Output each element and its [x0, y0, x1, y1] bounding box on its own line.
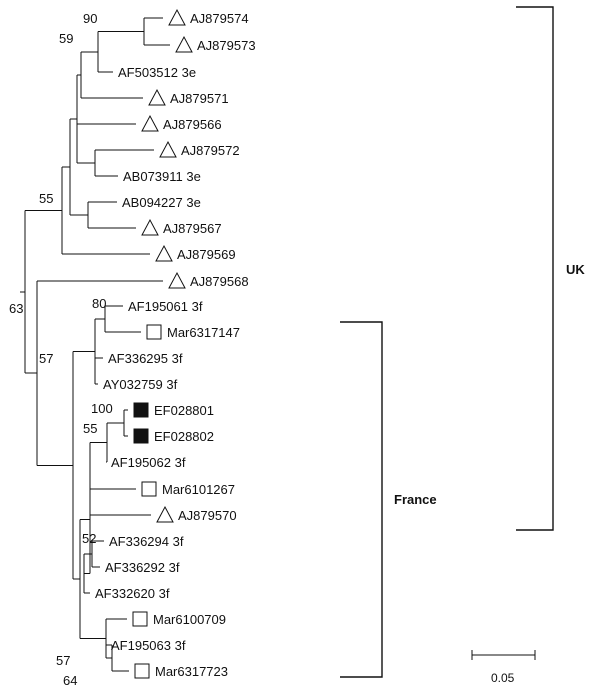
leaf-label: EF028802 — [154, 429, 214, 444]
leaf-label: AJ879572 — [181, 143, 240, 158]
leaf-label: AB073911 3e — [123, 169, 201, 184]
leaf-18: Mar6101267 — [141, 481, 235, 497]
leaf-label: Mar6100709 — [153, 612, 226, 627]
uk-group-bracket: UK — [516, 6, 585, 531]
open-square-icon — [132, 611, 148, 627]
open-triangle-icon — [175, 35, 193, 53]
tree-branches — [20, 17, 170, 672]
leaf-11: AF195061 3f — [128, 299, 203, 314]
scale-bar-label: 0.05 — [491, 671, 515, 685]
open-triangle-icon — [141, 218, 159, 236]
support-value: 100 — [91, 401, 113, 416]
france-group-label: France — [394, 492, 437, 507]
support-value: 64 — [63, 673, 77, 688]
leaf-5: AJ879572 — [159, 140, 240, 158]
leaf-label: AF332620 3f — [95, 586, 170, 601]
leaf-label: AF336292 3f — [105, 560, 180, 575]
leaf-15: EF028801 — [133, 402, 214, 418]
leaf-23: Mar6100709 — [132, 611, 226, 627]
leaf-label: AF503512 3e — [118, 65, 196, 80]
filled-square-icon — [133, 428, 149, 444]
uk-group-label: UK — [566, 262, 585, 277]
open-triangle-icon — [156, 505, 174, 523]
filled-square-icon — [133, 402, 149, 418]
leaf-1: AJ879573 — [175, 35, 256, 53]
leaf-label: AJ879570 — [178, 508, 237, 523]
leaf-label: AJ879569 — [177, 247, 236, 262]
leaf-14: AY032759 3f — [103, 377, 178, 392]
leaf-label: EF028801 — [154, 403, 214, 418]
france-group-bracket: France — [340, 321, 437, 678]
open-triangle-icon — [168, 8, 186, 26]
leaf-label: AJ879568 — [190, 274, 249, 289]
leaf-8: AJ879567 — [141, 218, 222, 236]
open-triangle-icon — [155, 244, 173, 262]
support-value: 52 — [82, 531, 96, 546]
open-triangle-icon — [159, 140, 177, 158]
leaf-13: AF336295 3f — [108, 351, 183, 366]
leaf-25: Mar6317723 — [134, 663, 228, 679]
leaf-16: EF028802 — [133, 428, 214, 444]
open-square-icon — [141, 481, 157, 497]
leaf-label: AF336295 3f — [108, 351, 183, 366]
leaf-20: AF336294 3f — [109, 534, 184, 549]
scale-bar: 0.05 — [471, 650, 536, 685]
leaf-10: AJ879568 — [168, 271, 249, 289]
support-value: 59 — [59, 31, 73, 46]
leaf-label: AJ879574 — [190, 11, 249, 26]
support-value: 57 — [56, 653, 70, 668]
leaf-label: AJ879571 — [170, 91, 229, 106]
open-triangle-icon — [141, 114, 159, 132]
leaf-9: AJ879569 — [155, 244, 236, 262]
leaf-24: AF195063 3f — [111, 638, 186, 653]
leaf-19: AJ879570 — [156, 505, 237, 523]
leaf-label: AB094227 3e — [122, 195, 201, 210]
leaf-label: AJ879573 — [197, 38, 256, 53]
leaf-3: AJ879571 — [148, 88, 229, 106]
leaf-label: AF195062 3f — [111, 455, 186, 470]
support-value: 80 — [92, 296, 106, 311]
leaf-6: AB073911 3e — [123, 169, 201, 184]
leaf-label: Mar6101267 — [162, 482, 235, 497]
leaf-22: AF332620 3f — [95, 586, 170, 601]
open-triangle-icon — [148, 88, 166, 106]
support-value: 90 — [83, 11, 97, 26]
leaf-label: Mar6317147 — [167, 325, 240, 340]
support-value: 55 — [83, 421, 97, 436]
leaf-label: AJ879566 — [163, 117, 222, 132]
leaf-4: AJ879566 — [141, 114, 222, 132]
support-value: 57 — [39, 351, 53, 366]
leaf-label: AY032759 3f — [103, 377, 178, 392]
leaf-7: AB094227 3e — [122, 195, 201, 210]
leaf-12: Mar6317147 — [146, 324, 240, 340]
leaf-label: AF195063 3f — [111, 638, 186, 653]
support-value: 63 — [9, 301, 23, 316]
leaf-17: AF195062 3f — [111, 455, 186, 470]
leaf-label: Mar6317723 — [155, 664, 228, 679]
open-square-icon — [146, 324, 162, 340]
open-square-icon — [134, 663, 150, 679]
leaf-label: AF336294 3f — [109, 534, 184, 549]
leaf-2: AF503512 3e — [118, 65, 196, 80]
leaf-label: AJ879567 — [163, 221, 222, 236]
leaf-21: AF336292 3f — [105, 560, 180, 575]
leaf-label: AF195061 3f — [128, 299, 203, 314]
support-values: 90 59 55 63 80 57 100 55 52 57 64 — [9, 11, 113, 688]
support-value: 55 — [39, 191, 53, 206]
open-triangle-icon — [168, 271, 186, 289]
leaf-0: AJ879574 — [168, 8, 249, 26]
